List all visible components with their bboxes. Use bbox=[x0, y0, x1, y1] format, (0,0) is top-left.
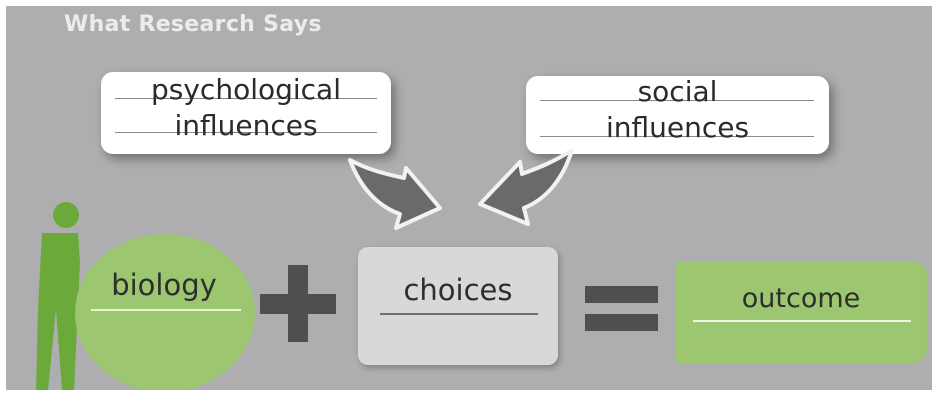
biology-label: biology bbox=[111, 268, 217, 302]
callout-text-line-1: social bbox=[637, 75, 718, 108]
blank-line bbox=[91, 309, 241, 311]
social-influences-callout: social influences bbox=[526, 76, 829, 154]
person-figure-icon bbox=[36, 202, 80, 390]
equals-top-bar bbox=[585, 286, 658, 303]
callout-text-line-2: influences bbox=[605, 111, 750, 144]
page-title: What Research Says bbox=[64, 12, 322, 37]
blank-line bbox=[540, 136, 814, 137]
blank-line bbox=[540, 100, 814, 101]
diagram-canvas: What Research Says psychological influen… bbox=[6, 6, 932, 390]
outcome-box: outcome bbox=[675, 261, 927, 363]
callout-text-line-2: influences bbox=[174, 109, 318, 142]
outcome-label: outcome bbox=[741, 283, 861, 314]
choices-box: choices bbox=[358, 247, 558, 365]
blank-line bbox=[693, 320, 911, 322]
down-arrow-icon bbox=[478, 148, 574, 226]
blank-line bbox=[115, 132, 377, 133]
plus-vertical-bar bbox=[288, 265, 308, 342]
blank-line bbox=[380, 313, 538, 315]
equals-bottom-bar bbox=[585, 314, 658, 331]
callout-text-line-1: psychological bbox=[151, 73, 341, 106]
choices-label: choices bbox=[403, 273, 513, 307]
biology-circle bbox=[75, 234, 255, 390]
blank-line bbox=[115, 98, 377, 99]
psychological-influences-callout: psychological influences bbox=[101, 72, 391, 154]
down-arrow-icon bbox=[348, 158, 442, 230]
